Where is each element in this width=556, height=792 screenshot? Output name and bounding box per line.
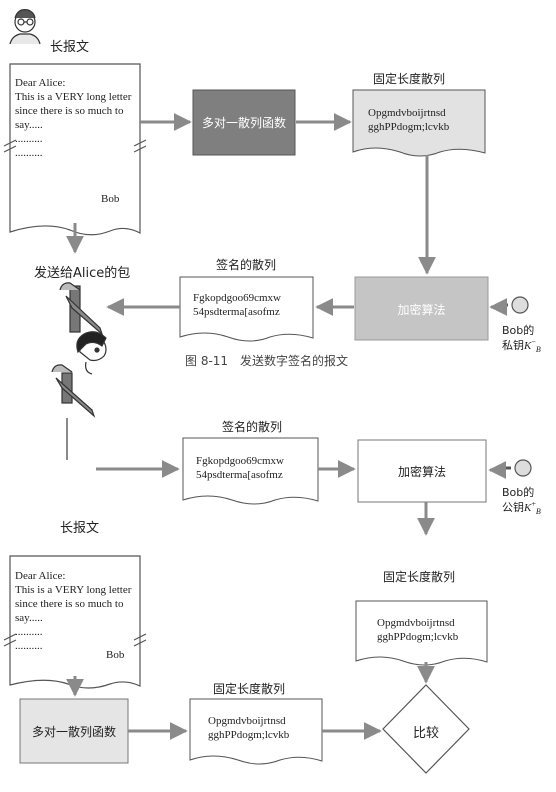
mailbox-icon <box>59 282 104 336</box>
send-to-alice-label: 发送给Alice的包 <box>34 266 131 281</box>
top-key-symbol: K <box>524 340 532 352</box>
compare-label: 比较 <box>412 726 439 741</box>
fixed-length-hash-document <box>352 89 486 157</box>
bottom-signed-hash-line-2: 54psdterma[asofmz <box>196 469 283 481</box>
break-marks-icon <box>3 139 147 153</box>
bottom-key-label-line-2: 公钥K+B <box>502 499 541 516</box>
encrypt-algorithm-box <box>354 276 489 341</box>
signed-hash-document <box>179 276 314 342</box>
top-letter-line-2: This is a VERY long letter <box>15 91 132 103</box>
bottom-encrypt-label: 加密算法 <box>397 465 446 479</box>
bottom-fixed-hash-title-right: 固定长度散列 <box>383 570 456 584</box>
received-mailbox-icon <box>51 364 96 418</box>
top-key-sub: B <box>535 345 541 355</box>
top-letter-signature: Bob <box>101 193 120 205</box>
top-letter-line-5: .......... <box>15 133 43 145</box>
top-letter-line-4: say..... <box>15 119 43 131</box>
received-long-message-document <box>9 555 141 689</box>
bottom-key-symbol: K <box>524 502 532 514</box>
bottom-letter-line-1: Dear Alice: <box>15 570 66 582</box>
long-message-document <box>9 63 141 236</box>
bottom-key-sup: + <box>531 499 536 509</box>
bottom-fixed-hash-right-line-1: Opgmdvboijrtnsd <box>377 617 455 629</box>
top-letter-line-1: Dear Alice: <box>15 77 66 89</box>
bottom-letter-line-2: This is a VERY long letter <box>15 584 132 596</box>
received-break-marks-icon <box>3 633 147 647</box>
bottom-hash-function-label: 多对一散列函数 <box>31 725 116 739</box>
top-encrypt-label: 加密算法 <box>397 303 446 317</box>
computed-hash-document <box>189 698 323 765</box>
compare-diamond <box>382 684 470 774</box>
bottom-key-label-line-1: Bob的 <box>502 486 535 499</box>
top-key-label-line-2: 私钥K−B <box>502 337 541 354</box>
bottom-fixed-hash-mid-line-1: Opgmdvboijrtnsd <box>208 715 286 727</box>
top-signed-hash-line-2: 54psdterma[asofmz <box>193 306 280 318</box>
bottom-long-message-title: 长报文 <box>60 521 100 536</box>
top-key-sup: − <box>531 337 536 347</box>
bottom-letter-line-5: .......... <box>15 626 43 638</box>
hash-function-box <box>192 89 296 156</box>
top-hash-function-label: 多对一散列函数 <box>201 116 286 130</box>
figure-caption: 图 8-11 发送数字签名的报文 <box>185 354 349 368</box>
top-long-message-title: 长报文 <box>50 40 90 55</box>
received-hash-function-box <box>19 698 129 764</box>
bob-avatar-icon <box>9 9 41 45</box>
bottom-key-label-prefix: 公钥 <box>502 501 524 514</box>
top-letter-line-3: since there is so much to <box>15 105 124 117</box>
top-signed-hash-title: 签名的散列 <box>216 258 277 272</box>
top-fixed-hash-line-1: Opgmdvboijrtnsd <box>368 107 446 119</box>
bottom-letter-line-4: say..... <box>15 612 43 624</box>
bottom-letter-line-6: .......... <box>15 640 43 652</box>
bottom-letter-line-3: since there is so much to <box>15 598 124 610</box>
public-key-icon <box>498 459 532 477</box>
bottom-letter-signature: Bob <box>106 649 125 661</box>
top-fixed-hash-line-2: gghPPdogm;lcvkb <box>368 121 450 133</box>
bottom-signed-hash-title: 签名的散列 <box>222 420 283 434</box>
private-key-icon <box>496 296 529 314</box>
bottom-key-sub: B <box>535 507 541 517</box>
bottom-signed-hash-line-1: Fgkopdgoo69cmxw <box>196 455 284 467</box>
top-letter-line-6: .......... <box>15 147 43 159</box>
top-key-label-prefix: 私钥 <box>502 339 524 352</box>
bottom-fixed-hash-title-mid: 固定长度散列 <box>213 682 286 696</box>
alice-avatar-icon <box>76 331 107 375</box>
bottom-fixed-hash-mid-line-2: gghPPdogm;lcvkb <box>208 729 290 741</box>
verify-encrypt-algorithm-box <box>357 439 487 503</box>
bottom-fixed-hash-right-line-2: gghPPdogm;lcvkb <box>377 631 459 643</box>
received-signed-hash-document <box>182 437 319 505</box>
top-signed-hash-line-1: Fgkopdgoo69cmxw <box>193 292 281 304</box>
top-key-label-line-1: Bob的 <box>502 324 535 337</box>
top-fixed-hash-title: 固定长度散列 <box>373 72 446 86</box>
